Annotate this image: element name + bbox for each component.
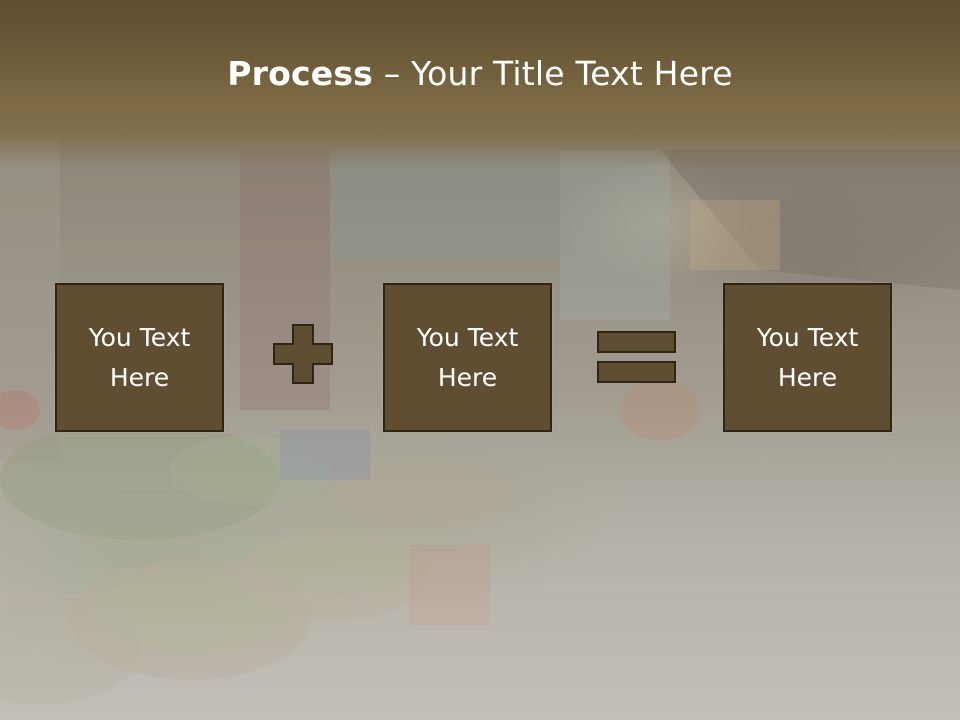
- process-box-2: You Text Here: [383, 283, 552, 432]
- process-box-1: You Text Here: [55, 283, 224, 432]
- equals-icon: [597, 331, 676, 383]
- slide-title: Process – Your Title Text Here: [0, 52, 960, 96]
- plus-icon: [273, 324, 333, 384]
- process-box-2-line1: You Text: [416, 322, 519, 352]
- process-box-3: You Text Here: [723, 283, 892, 432]
- process-box-3-line2: Here: [777, 362, 838, 392]
- process-box-1-line1: You Text: [88, 322, 191, 352]
- process-box-2-line2: Here: [437, 362, 498, 392]
- title-band: [0, 0, 960, 168]
- process-box-1-line2: Here: [109, 362, 170, 392]
- title-rest: – Your Title Text Here: [373, 54, 733, 93]
- title-bold: Process: [227, 54, 374, 93]
- process-box-3-line1: You Text: [756, 322, 859, 352]
